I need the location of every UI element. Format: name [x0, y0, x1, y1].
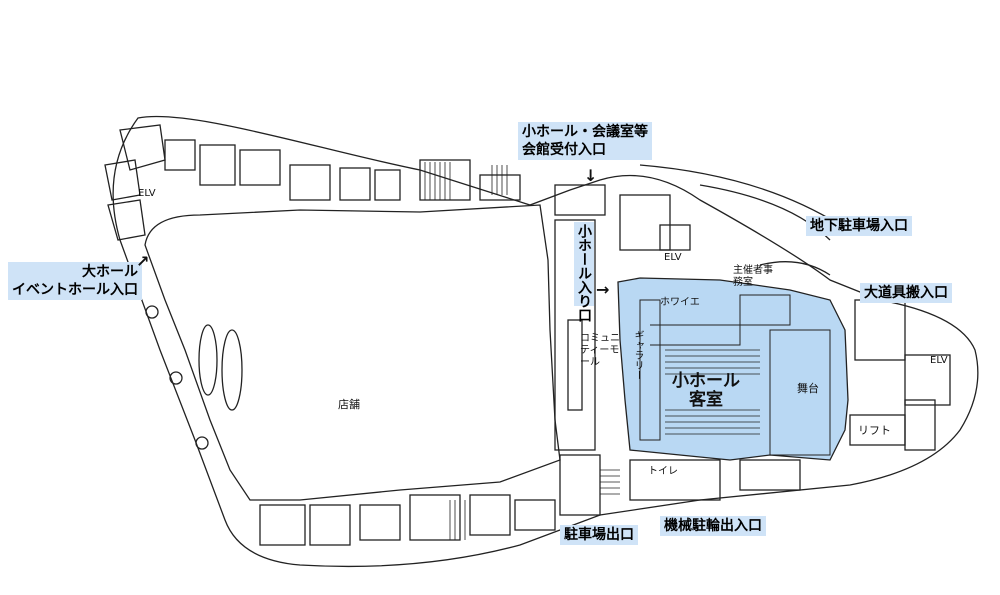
elv-center-label: ELV: [664, 252, 682, 263]
organizer-office-label: 主催者事務室: [733, 265, 773, 288]
small-hall-seats-label: 小ホール 客室: [672, 372, 740, 410]
small-hall-highlight: [617, 277, 849, 461]
arrow-ne-icon: ↗: [136, 252, 150, 271]
building-outline: [112, 115, 979, 568]
small-hall-meeting-line1: 小ホール・会議室等: [522, 124, 648, 140]
small-hall-meeting-entrance-label: 小ホール・会議室等 会館受付入口: [518, 122, 652, 160]
lift-label: リフト: [858, 424, 891, 437]
gallery-label: ギャラリー: [632, 330, 643, 380]
inner-courtyard-outline: [144, 204, 561, 501]
store-label: 店舗: [338, 398, 360, 411]
large-hall-entrance-label: 大ホール イベントホール入口: [8, 262, 142, 300]
elv-left-label: ELV: [138, 188, 156, 199]
parking-exit-label: 駐車場出口: [560, 525, 638, 545]
arrow-right-icon: →: [596, 280, 610, 299]
small-hall-seats-line2: 客室: [689, 390, 723, 410]
small-hall-entry-label: 小ホール入り口: [574, 222, 594, 322]
small-hall-meeting-line2: 会館受付入口: [522, 142, 606, 158]
elv-right-label: ELV: [930, 355, 948, 366]
arrow-down-icon: ↓: [584, 166, 598, 185]
stage-label: 舞台: [797, 382, 819, 395]
underground-parking-entrance-label: 地下駐車場入口: [806, 216, 912, 236]
foyer-label: ホワイエ: [660, 297, 700, 308]
large-props-entrance-label: 大道具搬入口: [860, 283, 952, 303]
large-hall-line2: イベントホール入口: [12, 282, 138, 298]
toilet-label: トイレ: [648, 466, 678, 477]
community-mall-label: コミュニティーモール: [580, 333, 620, 368]
bike-parking-entrance-label: 機械駐輪出入口: [660, 516, 766, 536]
large-hall-line1: 大ホール: [82, 264, 138, 280]
small-hall-seats-line1: 小ホール: [672, 371, 740, 391]
